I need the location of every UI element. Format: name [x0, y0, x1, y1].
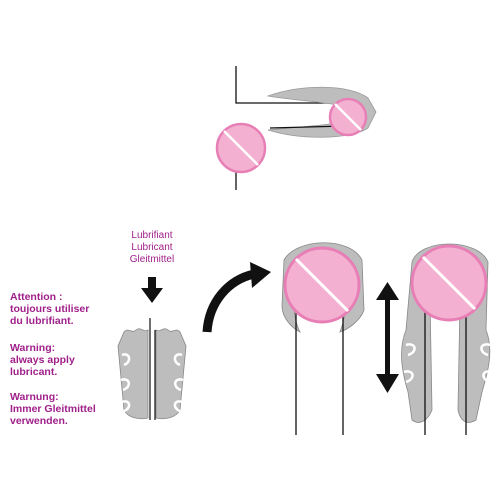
fitted-device — [401, 243, 493, 435]
lubricant-label-english: Lubricant — [131, 242, 173, 253]
warning-french: Attention : toujours utiliser du lubrifi… — [10, 291, 90, 327]
warning-german: Warnung: Immer Gleitmittel verwenden. — [10, 391, 96, 427]
warning-english: Warning: always apply lubricant. — [10, 342, 75, 378]
prohibited-icon — [328, 97, 368, 137]
prohibited-icon — [283, 246, 361, 324]
fitted-device-ridges — [403, 343, 493, 384]
device-cross-section — [117, 328, 187, 420]
top-diagram — [215, 66, 377, 190]
prohibited-icon — [215, 122, 267, 174]
mounted-device — [281, 242, 365, 435]
lubricant-label-german: Gleitmittel — [129, 254, 175, 265]
prohibited-icon — [410, 244, 488, 322]
down-arrow-icon — [141, 277, 163, 303]
lubricant-label-french: Lubrifiant — [131, 230, 173, 241]
device-right-ridges — [173, 353, 184, 413]
double-arrow-icon — [376, 282, 399, 393]
curved-arrow-icon — [202, 262, 271, 333]
device-left-ridges — [120, 353, 131, 413]
lubricant-step — [117, 277, 187, 420]
